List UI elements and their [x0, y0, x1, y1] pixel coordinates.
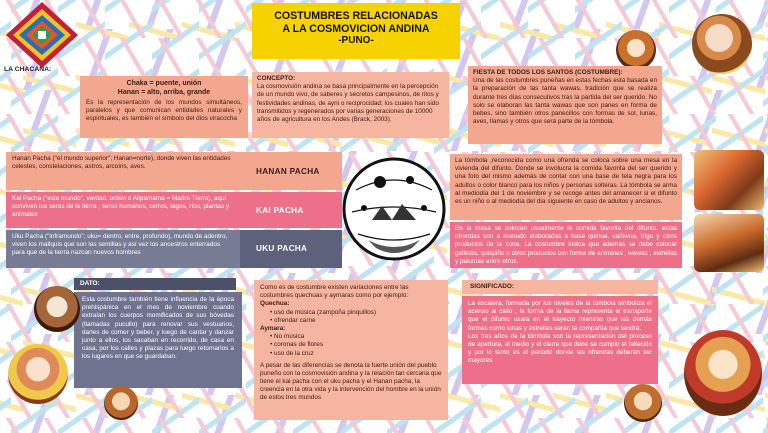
chacana-box: LA CHACANA:	[4, 66, 78, 76]
significado-box: La escalera, formada por los niveles de …	[462, 296, 658, 384]
kai-pacha-text: Kai Pacha ("este mundo", verdad, orden o…	[12, 195, 230, 219]
uku-pacha-box: Uku Pacha ("inframundo"; uku= dentro, en…	[6, 230, 240, 268]
aymara-item: coronas de flores	[270, 341, 442, 349]
variaciones-intro: Como es de costumbre existen variaciones…	[260, 284, 409, 300]
uku-pacha-text: Uku Pacha ("inframundo"; uku= dentro, en…	[12, 233, 228, 257]
andean-cosmos-illustration	[342, 157, 446, 261]
hanan-pacha-text: Hanan Pacha ("el mundo superior"; Hanan=…	[12, 155, 231, 171]
aymara-heading: Aymara:	[260, 324, 286, 332]
title-line-2: A LA COSMOVICION ANDINA	[282, 22, 430, 35]
hanan-pacha-box: Hanan Pacha ("el mundo superior"; Hanan=…	[6, 152, 240, 190]
concepto-heading: CONCEPTO:	[257, 75, 296, 82]
tombola-text-1: La tómbola ,reconocida como una ofrenda …	[455, 157, 677, 205]
kai-pacha-box: Kai Pacha ("este mundo", verdad, orden o…	[6, 192, 240, 228]
chacana-definition-2: Hanan = alto, arriba, grande	[117, 88, 211, 96]
tombola-text-2: En la mesa se colocan usualmente la comi…	[455, 225, 677, 265]
hanan-pacha-band	[240, 152, 342, 190]
dato-text: Esta costumbre también tiene influencia …	[82, 296, 234, 361]
uku-pacha-band	[240, 230, 342, 268]
fiesta-text: Una de las costumbres puneñas en estas f…	[473, 77, 657, 126]
tombola-box-1: La tómbola ,reconocida como una ofrenda …	[450, 154, 682, 220]
dato-heading: DATO:	[80, 280, 100, 287]
tanta-wawa-photo-left	[8, 344, 68, 404]
significado-text-1: La escalera, formada por los niveles de …	[468, 300, 652, 332]
bread-photo-bottom	[624, 384, 662, 422]
chacana-heading: LA CHACANA:	[4, 66, 52, 73]
quechua-list: uso de música (zampoña pinquillos) ofren…	[260, 309, 442, 325]
kai-pacha-band	[240, 192, 342, 228]
chacana-definition-1: Chaka = puente, unión	[126, 80, 202, 87]
page-title: COSTUMBRES RELACIONADAS A LA COSMOVICION…	[252, 3, 460, 59]
tombola-box-2: En la mesa se colocan usualmente la comi…	[450, 222, 682, 268]
uku-pacha-label: UKU PACHA	[256, 244, 308, 253]
quechua-item: ofrendar carne	[270, 317, 442, 325]
quechua-item: uso de música (zampoña pinquillos)	[270, 309, 442, 317]
tombola-photo-right-1	[694, 150, 764, 210]
significado-text-2: Los tres años de la tómbola son la repre…	[468, 332, 652, 365]
concepto-text: La cosmovisión andina se basa principalm…	[257, 83, 439, 123]
title-line-3: -PUNO-	[338, 35, 374, 46]
kai-pacha-label: KAI PACHA	[256, 206, 304, 215]
aymara-item: No música	[270, 333, 442, 341]
skull-photo-left	[34, 286, 80, 332]
concepto-box: CONCEPTO: La cosmovisión andina se basa …	[252, 72, 449, 138]
tombola-photo-right-2	[694, 214, 764, 272]
chacana-text-box: Chaka = puente, unión Hanan = alto, arri…	[80, 76, 248, 138]
tanta-wawa-photo-top-right	[692, 14, 752, 74]
significado-heading: SIGNIFICADO:	[470, 283, 515, 290]
bread-photo-left-bottom	[104, 386, 138, 420]
significado-heading-box: SIGNIFICADO:	[462, 280, 658, 294]
quechua-heading: Quechua:	[260, 300, 290, 308]
bread-photo-top	[616, 30, 656, 70]
chacana-description: Es la representación de los mundos simul…	[86, 98, 242, 123]
variaciones-box: Como es de costumbre existen variaciones…	[254, 280, 448, 420]
aymara-list: No música coronas de flores uso de la cr…	[260, 333, 442, 358]
title-line-1: COSTUMBRES RELACIONADAS	[274, 10, 438, 22]
altar-photo-bottom-right	[684, 330, 762, 416]
variaciones-closing: A pesar de las diferencias se denota la …	[260, 361, 442, 402]
fiesta-heading: FIESTA DE TODOS LOS SANTOS (COSTUMBRE):	[473, 69, 623, 76]
chacana-icon	[6, 2, 78, 68]
hanan-pacha-label: HANAN PACHA	[256, 167, 320, 176]
dato-heading-box: DATO:	[74, 278, 236, 290]
aymara-item: uso de la cruz	[270, 350, 442, 358]
dato-box: Esta costumbre también tiene influencia …	[74, 292, 242, 388]
fiesta-box: FIESTA DE TODOS LOS SANTOS (COSTUMBRE): …	[468, 66, 662, 144]
